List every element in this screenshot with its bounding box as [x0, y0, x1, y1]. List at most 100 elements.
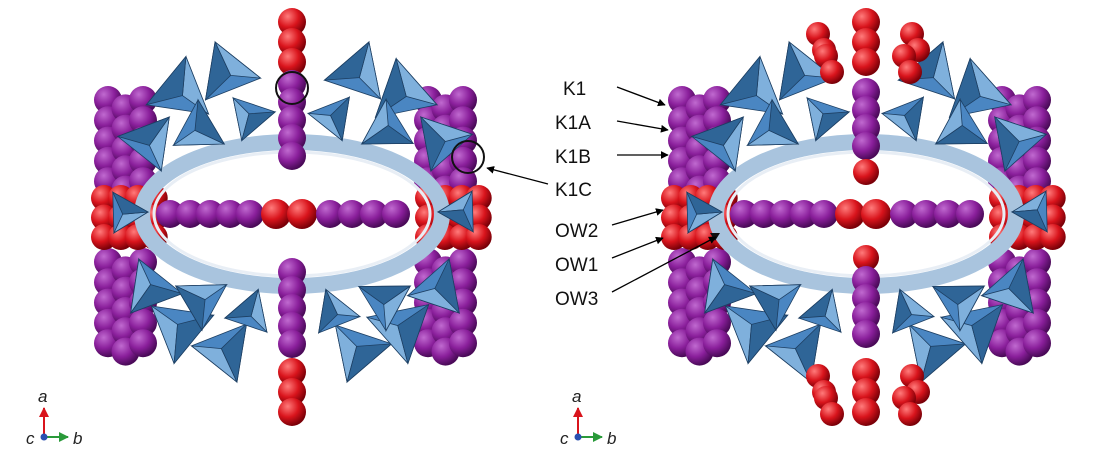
label-k1a: K1A	[555, 113, 591, 134]
potassium-atom	[129, 308, 157, 337]
potassium-atom	[852, 132, 880, 160]
tetrahedron-face	[174, 285, 206, 332]
potassium-atom	[316, 200, 344, 228]
water-oxygen-atom	[852, 398, 880, 426]
tetrahedron-face	[397, 303, 430, 365]
potassium-atom	[338, 200, 366, 228]
potassium-atom	[934, 200, 962, 228]
axis-a-left: a	[38, 387, 47, 406]
tetrahedron-face	[904, 95, 924, 142]
water-oxygen-atom	[820, 60, 844, 84]
potassium-atom	[156, 200, 184, 228]
potassium-atom	[449, 86, 477, 114]
tetrahedron-face	[420, 115, 446, 173]
tetrahedron-face	[436, 209, 475, 233]
potassium-atom	[770, 200, 798, 228]
label-callouts: K1 K1A K1B K1C OW2 OW1 OW3	[486, 79, 717, 310]
tetrahedron-face	[129, 284, 184, 314]
potassium-atom	[449, 106, 477, 135]
tetrahedron-face	[797, 288, 833, 319]
potassium-atom	[449, 268, 477, 297]
tetrahedron-face	[145, 55, 187, 106]
tetrahedron-face	[768, 98, 800, 145]
axis-b-right: b	[607, 429, 616, 448]
tetrahedron-face	[971, 303, 1004, 365]
water-oxygen-atom	[820, 402, 844, 426]
potassium-atom	[360, 200, 388, 228]
tetrahedron-face	[748, 285, 780, 332]
potassium-atom	[449, 308, 477, 337]
potassium-atom	[449, 248, 477, 276]
water-oxygen-atom	[852, 8, 880, 36]
tetrahedron-face	[111, 191, 150, 215]
potassium-atom	[278, 142, 306, 170]
potassium-atom	[196, 200, 224, 228]
water-oxygen-atom	[898, 402, 922, 426]
structure-left	[91, 8, 492, 426]
water-oxygen-atom	[852, 28, 880, 56]
tetrahedron-face	[318, 288, 338, 335]
water-oxygen-atom	[278, 378, 306, 406]
axis-a-right: a	[572, 387, 581, 406]
axis-c-right: c	[560, 429, 569, 448]
water-oxygen-atom	[835, 199, 865, 229]
water-oxygen-atom	[853, 159, 879, 185]
potassium-atom	[236, 200, 264, 228]
water-oxygen-atom	[278, 28, 306, 56]
potassium-atom	[852, 320, 880, 348]
water-oxygen-atom	[278, 358, 306, 386]
potassium-atom	[703, 329, 731, 358]
tetrahedron-face	[357, 285, 412, 306]
label-k1: K1	[563, 79, 586, 100]
tetrahedron-face	[116, 116, 171, 146]
k1-highlight-ring	[275, 71, 309, 105]
axis-triad-right: a c b	[560, 387, 616, 448]
tetrahedron-face	[1008, 257, 1034, 315]
potassium-atom	[1023, 86, 1051, 114]
label-ow2: OW2	[555, 221, 598, 242]
potassium-atom	[278, 330, 306, 358]
tetrahedron-face	[703, 284, 758, 314]
tetrahedron-face	[931, 285, 986, 306]
potassium-atom	[1023, 106, 1051, 135]
label-k1b: K1B	[555, 147, 591, 168]
tetrahedron-face	[920, 343, 967, 384]
label-ow1: OW1	[555, 255, 598, 276]
potassium-atom	[956, 200, 984, 228]
water-oxygen-atom	[278, 8, 306, 36]
axis-c-left: c	[26, 429, 35, 448]
axis-origin-right	[574, 433, 582, 441]
tetrahedron-face	[815, 111, 851, 142]
label-ow3: OW3	[555, 289, 598, 310]
tetrahedron-face	[223, 288, 259, 319]
tetrahedron-face	[934, 124, 989, 145]
tetrahedron-face	[220, 322, 248, 384]
water-oxygen-atom	[861, 199, 891, 229]
potassium-atom	[216, 200, 244, 228]
potassium-atom	[382, 200, 410, 228]
water-oxygen-atom	[853, 245, 879, 271]
water-oxygen-atom	[898, 60, 922, 84]
label-k1c: K1C	[555, 180, 592, 201]
water-oxygen-atom	[287, 199, 317, 229]
tetrahedron-face	[994, 115, 1020, 173]
tetrahedron-face	[360, 124, 415, 145]
potassium-atom	[1023, 329, 1051, 358]
tetrahedron-face	[685, 191, 724, 215]
potassium-atom	[730, 200, 758, 228]
potassium-atom	[912, 200, 940, 228]
tetrahedron-face	[778, 40, 806, 102]
tetrahedron-face	[1010, 209, 1049, 233]
water-oxygen-atom	[278, 48, 306, 76]
tetrahedron-face	[323, 40, 370, 81]
water-oxygen-atom	[261, 199, 291, 229]
potassium-atom	[176, 200, 204, 228]
potassium-atom	[750, 200, 778, 228]
tetrahedron-face	[434, 257, 460, 315]
tetrahedron-face	[346, 343, 393, 384]
tetrahedron-face	[719, 55, 761, 106]
potassium-atom	[449, 329, 477, 358]
tetrahedron-face	[204, 40, 232, 102]
tetrahedron-face	[194, 98, 226, 145]
